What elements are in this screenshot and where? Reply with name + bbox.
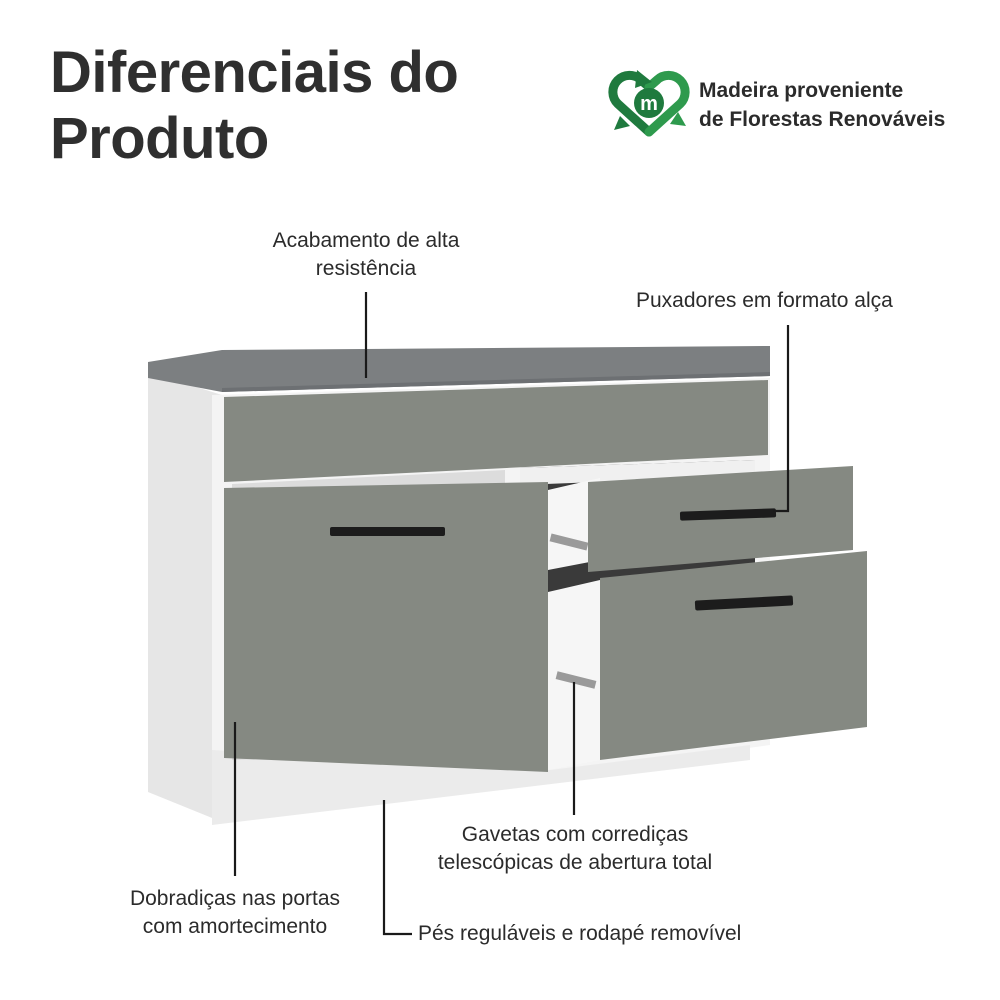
callout-puxadores: Puxadores em formato alça: [636, 289, 893, 312]
page-title: Diferenciais do Produto: [50, 40, 459, 172]
badge-letter: m: [640, 93, 658, 115]
lower-drawer-box: [548, 580, 600, 770]
lower-drawer-front: [600, 551, 867, 760]
cabinet-side-panel: [148, 372, 222, 822]
plinth: [212, 745, 750, 825]
callout-acabamento: Acabamento de alta resistência: [272, 229, 460, 280]
recycle-heart-m-icon: m: [608, 70, 690, 137]
title-line-2: Produto: [50, 106, 269, 171]
leader-pes: [382, 800, 412, 936]
lower-drawer-handle: [694, 595, 794, 611]
title-line-1: Diferenciais do: [50, 40, 459, 105]
badge-text: Madeira proveniente de Florestas Renováv…: [699, 76, 945, 134]
badge-line-1: Madeira proveniente: [699, 79, 904, 102]
upper-drawer-handle: [679, 508, 777, 521]
callout-pes: Pés reguláveis e rodapé removível: [418, 922, 742, 945]
left-door: [224, 482, 548, 772]
leader-puxadores: [773, 325, 790, 513]
lower-slide: [555, 671, 597, 689]
upper-slide: [549, 533, 589, 551]
callout-dobradicas: Dobradiças nas portas com amortecimento: [129, 887, 341, 938]
callout-gavetas: Gavetas com corrediças telescópicas de a…: [437, 823, 713, 874]
door-handle: [330, 527, 445, 536]
badge-line-2: de Florestas Renováveis: [699, 108, 946, 131]
top-drawer-front: [224, 380, 768, 482]
